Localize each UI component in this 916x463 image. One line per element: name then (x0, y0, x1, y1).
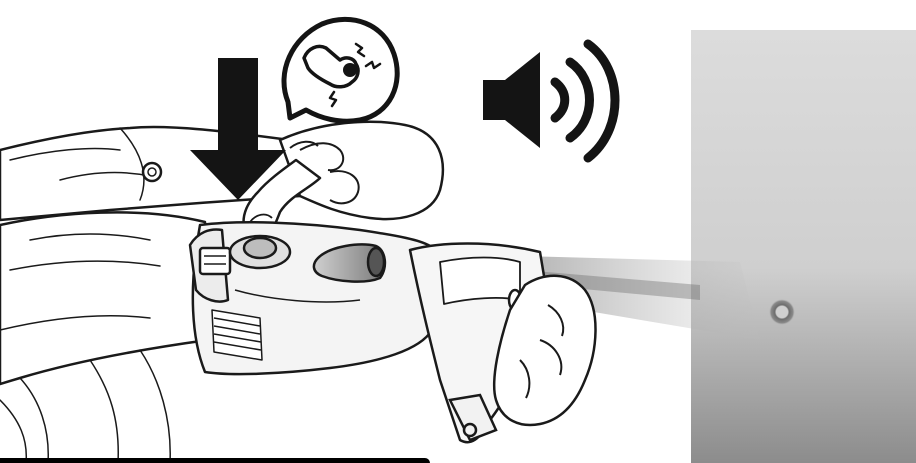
beam-dot (769, 299, 795, 325)
front-sleeve (0, 212, 208, 463)
wrist-device (190, 222, 548, 442)
pressing-finger-vibration-icon (284, 19, 397, 121)
bottom-label-bar (0, 458, 430, 463)
vent-grille (212, 310, 262, 360)
speaker-sound-icon (483, 44, 615, 158)
